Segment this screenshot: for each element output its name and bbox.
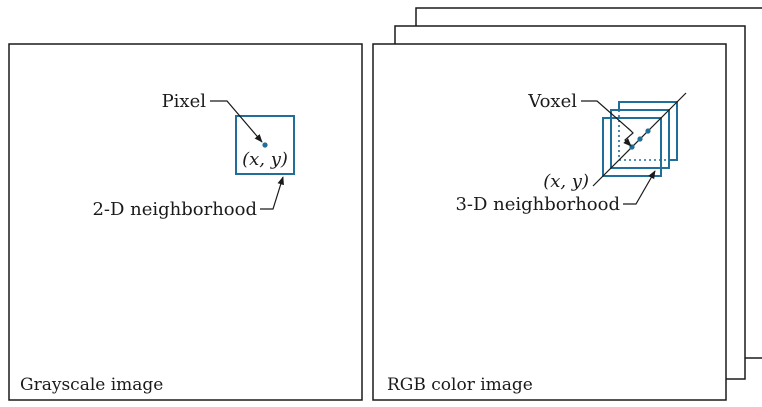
voxel-leader-line: [581, 100, 634, 147]
pixel-label: Pixel: [162, 91, 207, 112]
rgb-caption: RGB color image: [387, 375, 533, 395]
2d-neighborhood-leader-line: [260, 176, 284, 210]
pixel-dot: [262, 142, 268, 148]
grayscale-image-frame: [8, 43, 363, 401]
pixel-coord-label: (x, y): [242, 149, 288, 170]
voxel-label: Voxel: [527, 91, 577, 112]
grayscale-caption: Grayscale image: [20, 375, 163, 395]
3d-neighborhood-box-front: [602, 117, 662, 177]
pixel-leader-line: [210, 100, 263, 143]
3d-neighborhood-label: 3-D neighborhood: [455, 194, 620, 215]
rgb-panel: Voxel (x, y) 3-D neighborhood RGB color …: [372, 7, 762, 401]
3d-neighborhood-leader-line: [623, 170, 656, 205]
grayscale-panel: (x, y) Pixel 2-D neighborhood Grayscale …: [8, 43, 363, 401]
voxel-coord-label: (x, y): [543, 171, 589, 192]
2d-neighborhood-label: 2-D neighborhood: [92, 199, 257, 220]
2d-neighborhood-box: [235, 115, 295, 175]
